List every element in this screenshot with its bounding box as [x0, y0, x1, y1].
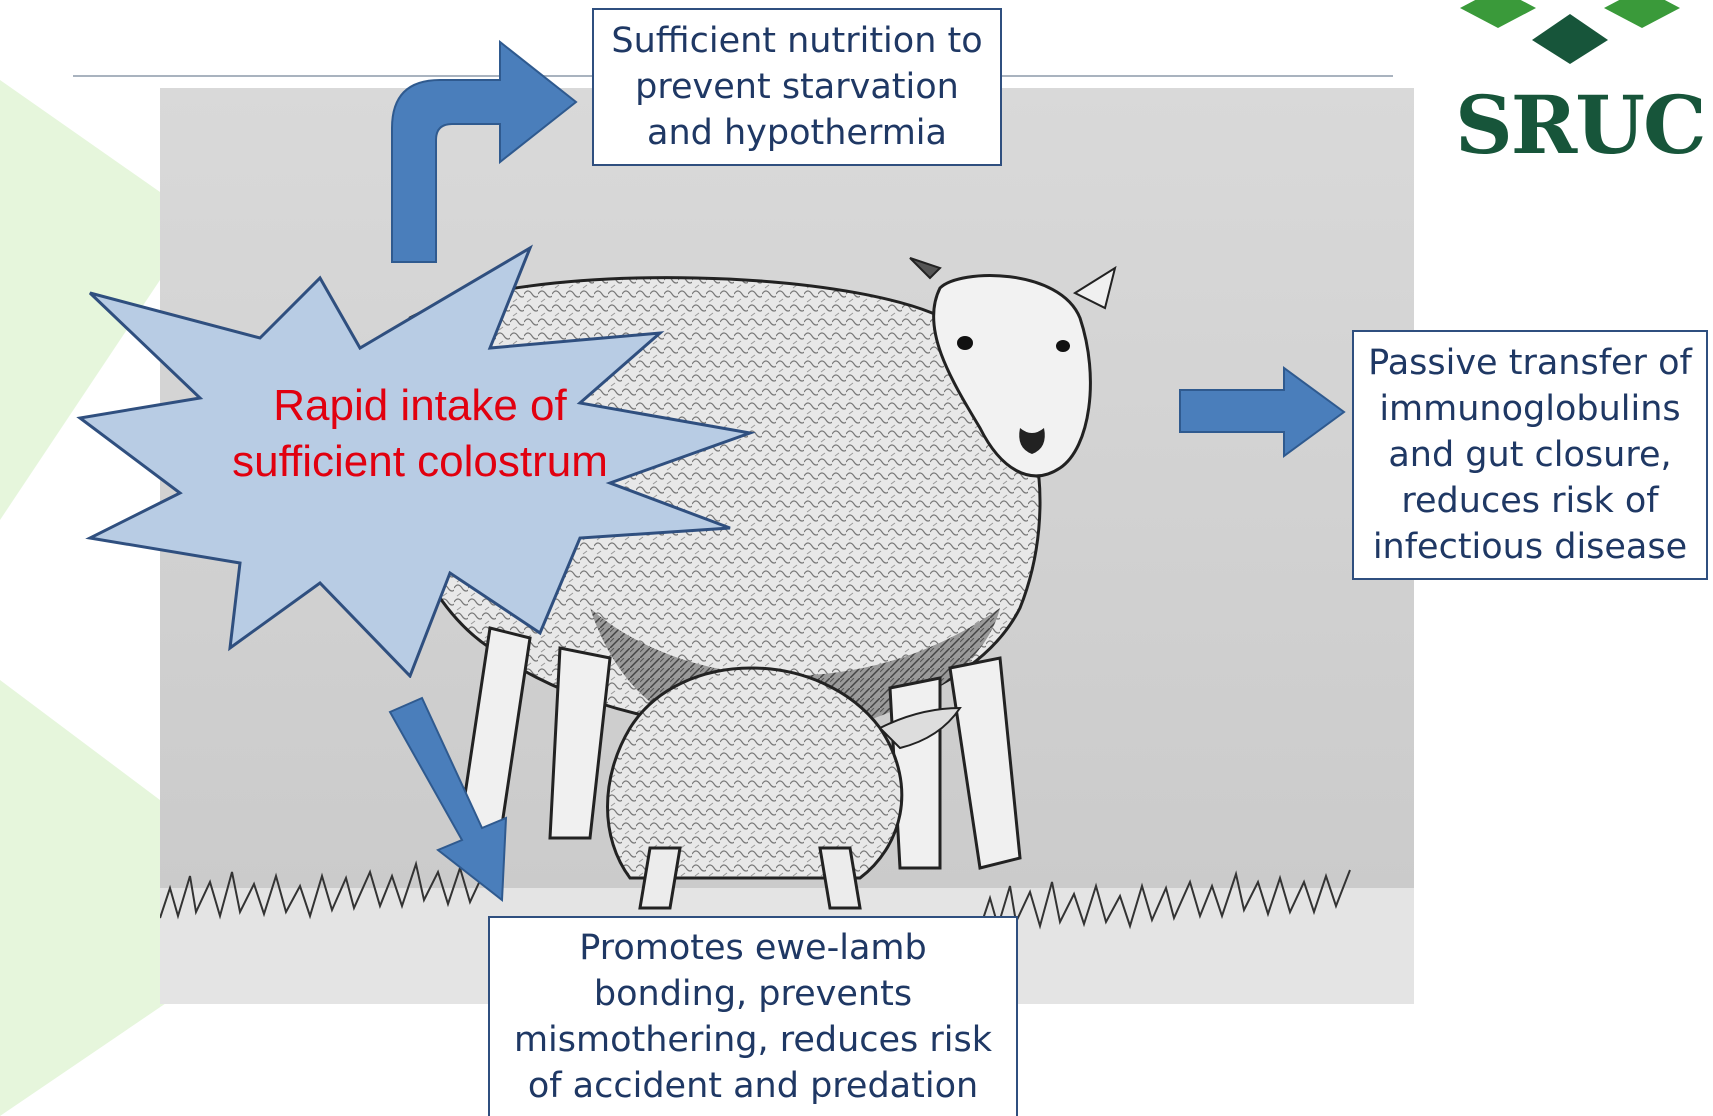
callout-bonding: Promotes ewe-lamb bonding, prevents mism…: [488, 916, 1018, 1116]
arrow-right-to-immunity: [1178, 366, 1348, 458]
callout-bonding-text: Promotes ewe-lamb bonding, prevents mism…: [514, 925, 992, 1109]
callout-nutrition: Sufficient nutrition to prevent starvati…: [592, 8, 1002, 166]
arrow-down-to-bonding: [386, 694, 536, 904]
callout-nutrition-text: Sufficient nutrition to prevent starvati…: [611, 18, 982, 156]
callout-immunity-text: Passive transfer of immunoglobulins and …: [1368, 340, 1692, 570]
arrow-up-right-to-nutrition: [380, 38, 600, 268]
central-label: Rapid intake of sufficient colostrum: [190, 378, 650, 490]
sruc-logo-text: SRUC: [1455, 78, 1675, 172]
callout-immunity: Passive transfer of immunoglobulins and …: [1352, 330, 1708, 580]
